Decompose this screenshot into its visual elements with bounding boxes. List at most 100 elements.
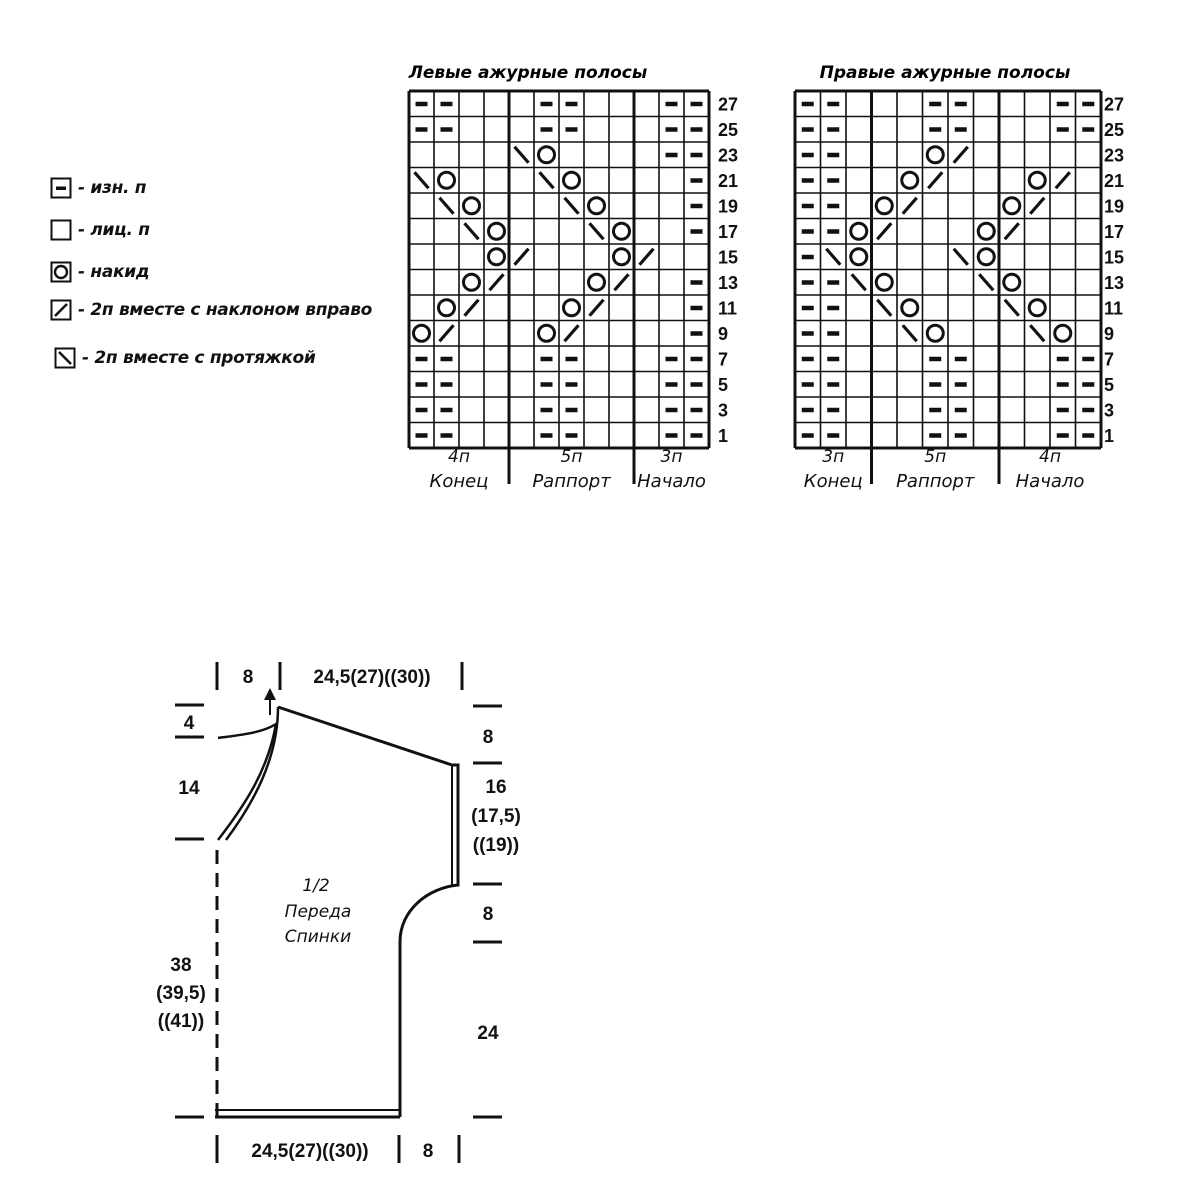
chart-row-number: 25 (1104, 120, 1124, 140)
k2tog-right-mark (876, 222, 893, 241)
k2tog-right-mark (638, 247, 655, 266)
purl-stitch-mark (565, 407, 578, 413)
chart-row-number: 9 (1104, 324, 1114, 344)
neckline-outer (217, 721, 278, 841)
chart-row-number: 3 (1104, 400, 1114, 420)
chart-row-number: 21 (718, 171, 738, 191)
yarn-over-mark (1002, 272, 1022, 292)
purl-stitch-mark (540, 356, 553, 362)
k2tog-right-mark (901, 196, 918, 215)
chart-row-number: 11 (1104, 298, 1123, 318)
purl-stitch-mark (929, 433, 942, 438)
yarn-over-mark (1027, 170, 1047, 190)
purl-stitch-mark (1082, 382, 1095, 387)
yarn-over-mark (1002, 196, 1022, 216)
purl-stitch-mark (1082, 101, 1095, 107)
legend-text: - 2п вместе с наклоном вправо (78, 300, 373, 320)
chart-right-openwork: Правые ажурные полосы 272523211917151311… (793, 63, 1124, 492)
purl-stitch-mark (415, 356, 428, 362)
purl-stitch-mark (665, 152, 678, 158)
purl-stitch-mark (690, 331, 703, 336)
k2tog-right-mark (438, 324, 455, 343)
purl-stitch-mark (954, 356, 967, 362)
purl-stitch-mark (827, 305, 840, 311)
dim-top-right: 24,5(27)((30)) (313, 667, 430, 688)
purl-stitch-mark (690, 305, 703, 311)
dim-bottom-left: 24,5(27)((30)) (251, 1141, 368, 1162)
purl-stitch-mark (440, 356, 453, 362)
dim-left-bottom-3: ((41)) (158, 1011, 204, 1032)
k2tog-pulled-mark (978, 273, 995, 292)
piece-label-fraction: 1/2 (302, 876, 329, 896)
k2tog-pulled-mark (538, 171, 555, 190)
chart-row-number: 25 (718, 120, 738, 140)
purl-stitch-mark (801, 305, 814, 311)
purl-stitch-mark (540, 382, 553, 387)
chart-row-number: 15 (718, 247, 738, 267)
purl-stitch-mark (827, 433, 840, 438)
k2tog-right-mark (513, 247, 530, 266)
yarn-over-mark (562, 298, 581, 318)
purl-stitch-mark (929, 382, 942, 387)
chart-section-name: Конец (804, 471, 863, 492)
yarn-over-mark (612, 221, 631, 241)
legend-item-k2tog-right: - 2п вместе с наклоном вправо (50, 298, 372, 322)
purl-stitch-mark (690, 280, 703, 285)
purl-stitch-mark (1082, 407, 1095, 413)
yarn-over-mark (537, 145, 556, 165)
yarn-over-mark (976, 247, 996, 267)
garment-outline (277, 705, 460, 1117)
purl-stitch-mark (565, 127, 578, 132)
k2tog-right-mark (927, 171, 944, 190)
yarn-over-mark (1027, 298, 1047, 318)
chart-section-count: 4п (448, 447, 470, 467)
purl-stitch-mark (415, 433, 428, 438)
purl-stitch-mark (565, 382, 578, 387)
k2tog-pulled-mark (901, 324, 918, 343)
purl-stitch-mark (929, 356, 942, 362)
piece-label-back: Спинки (285, 927, 351, 947)
dim-left-bottom-1: 38 (170, 955, 191, 976)
purl-stitch-mark (929, 407, 942, 413)
yarn-over-mark (437, 298, 456, 318)
purl-stitch-mark (540, 127, 553, 132)
chart-section-count: 5п (561, 447, 583, 467)
legend-text: - изн. п (78, 178, 147, 198)
purl-stitch-mark (801, 356, 814, 362)
legend-text: - накид (78, 262, 150, 282)
chart-row-number: 19 (1104, 196, 1124, 216)
chart-section-count: 5п (924, 447, 946, 467)
purl-stitch-mark (827, 356, 840, 362)
chart-row-number: 1 (718, 426, 728, 446)
chart-row-number: 13 (718, 273, 738, 293)
chart-row-number: 27 (718, 94, 738, 114)
purl-stitch-mark (827, 203, 840, 209)
chart-cells (407, 89, 711, 484)
chart-row-number: 3 (718, 400, 728, 420)
dim-top-left: 8 (243, 667, 254, 688)
purl-stitch-mark (954, 382, 967, 387)
dim-right-armhole-2: (17,5) (471, 806, 521, 827)
yarn-over-mark (462, 272, 481, 292)
purl-stitch-mark (827, 127, 840, 132)
yarn-over-mark (900, 298, 920, 318)
purl-stitch-mark (801, 433, 814, 438)
dim-right-armhole-1: 16 (485, 777, 506, 798)
k2tog-right-mark (1054, 171, 1071, 190)
purl-stitch-mark (801, 280, 814, 285)
k2tog-pulled-mark (1003, 298, 1020, 317)
yarn-over-mark (849, 221, 869, 241)
purl-stitch-mark (1082, 127, 1095, 132)
yarn-over-mark (874, 272, 894, 292)
piece-label-front: Переда (285, 902, 352, 922)
yarn-over-mark (976, 221, 996, 241)
purl-stitch-mark (440, 407, 453, 413)
chart-row-number: 13 (1104, 273, 1124, 293)
yarn-over-icon (50, 261, 72, 283)
purl-stitch-mark (540, 407, 553, 413)
chart-section-name: Начало (637, 471, 706, 492)
